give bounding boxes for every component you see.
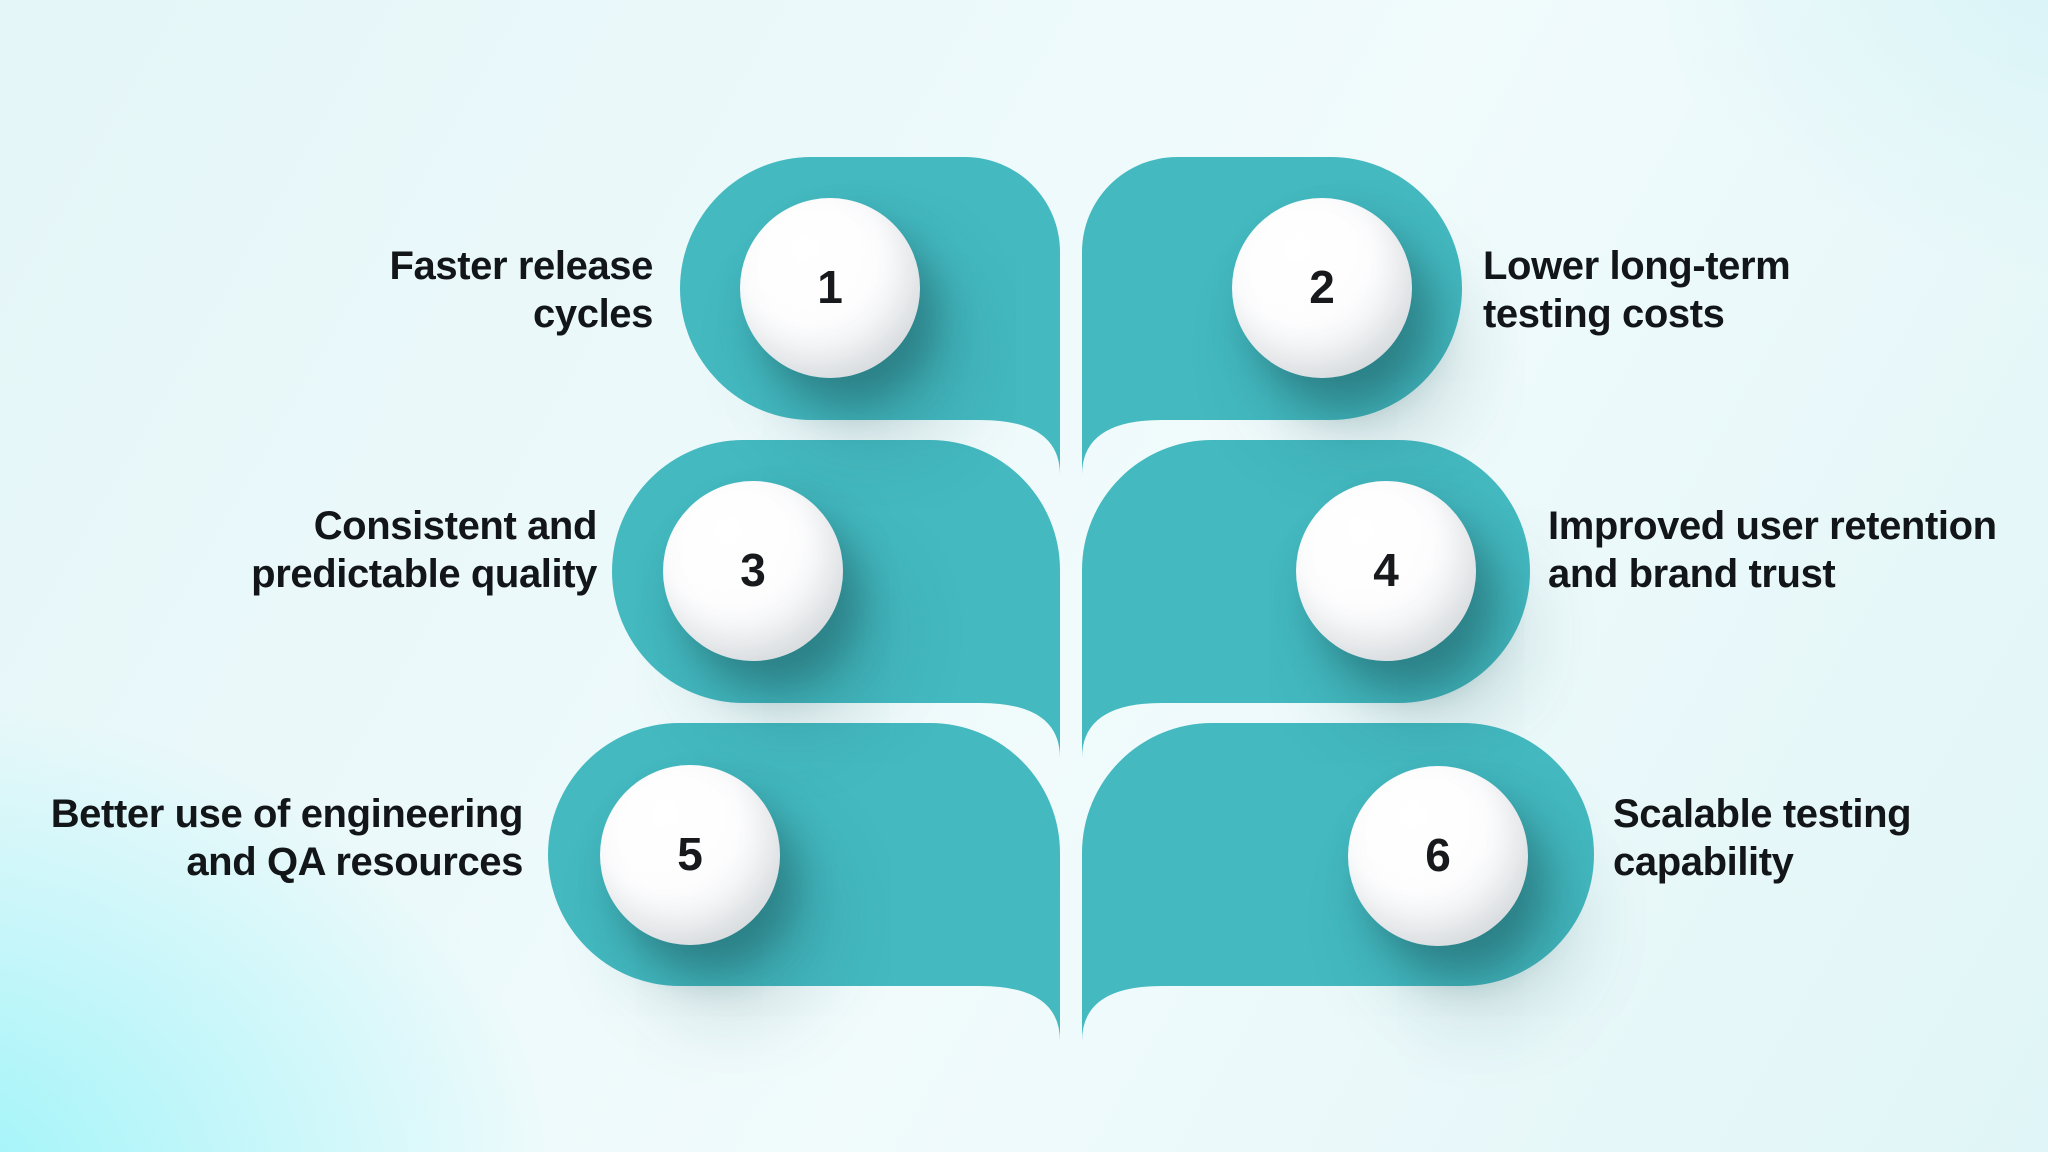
benefit-label-3: Consistent and predictable quality [251,502,597,598]
benefit-label-line: and brand trust [1548,552,1836,596]
number-ball-2: 2 [1232,198,1412,378]
benefit-label-4: Improved user retention and brand trust [1548,502,1997,598]
benefit-label-1: Faster release cycles [389,242,654,338]
benefit-label-line: and QA resources [186,840,523,884]
benefit-label-line: Improved user retention [1548,504,1997,548]
benefit-label-line: Lower long-term [1483,244,1791,288]
number-ball-1: 1 [740,198,920,378]
benefit-label-2: Lower long-term testing costs [1483,242,1791,338]
ball-number: 5 [677,828,703,880]
number-ball-5: 5 [600,765,780,945]
ball-number: 2 [1309,261,1335,313]
number-ball-6: 6 [1348,766,1528,946]
ball-number: 3 [740,544,766,596]
number-ball-3: 3 [663,481,843,661]
ball-number: 6 [1425,829,1451,881]
benefit-label-line: Better use of engineering [50,792,524,836]
benefit-label-line: cycles [533,292,653,336]
benefit-label-6: Scalable testing capability [1613,790,1912,886]
number-ball-4: 4 [1296,481,1476,661]
benefit-label-line: testing costs [1483,292,1725,336]
benefit-label-5: Better use of engineering and QA resourc… [50,790,524,886]
benefit-label-line: Scalable testing [1613,792,1912,836]
benefit-label-line: predictable quality [251,552,597,596]
ball-number: 1 [817,261,843,313]
benefit-label-line: Faster release [389,244,654,288]
benefit-label-line: Consistent and [313,504,598,548]
benefit-label-line: capability [1613,840,1794,884]
ball-number: 4 [1373,544,1399,596]
